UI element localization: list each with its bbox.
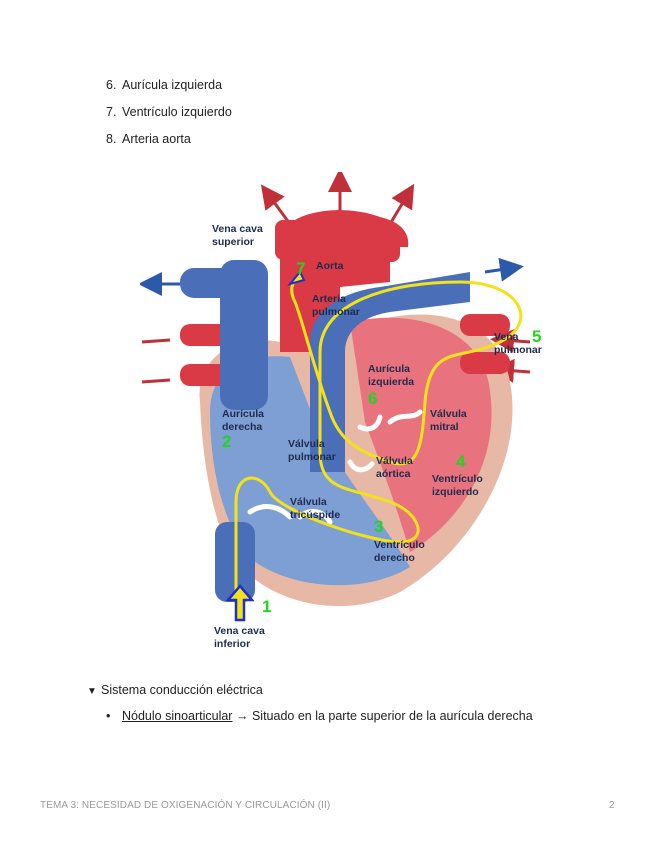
list-text: Aurícula izquierda <box>122 78 223 92</box>
label-vena-cava-superior: Vena cava <box>212 223 263 235</box>
aorta-branch <box>328 212 356 252</box>
label-auricula-derecha: derecha <box>222 421 262 433</box>
step-number: 4 <box>456 452 466 471</box>
step-number: 6 <box>368 389 377 408</box>
label-vena-cava-inferior: inferior <box>214 638 250 650</box>
label-auricula-izquierda: izquierda <box>368 376 414 388</box>
heart-diagram: Vena cava superior Aorta Arteria pulmona… <box>140 172 560 662</box>
pulmonary-vein <box>460 352 510 374</box>
label-valvula-pulmonar: pulmonar <box>288 451 336 463</box>
list-item: 8. Arteria aorta <box>106 130 232 157</box>
label-vena-cava-superior: superior <box>212 236 254 248</box>
list-number: 7. <box>106 105 117 119</box>
list-text: Ventrículo izquierdo <box>122 105 232 119</box>
list-item: 7. Ventrículo izquierdo <box>106 103 232 130</box>
numbered-list: 6. Aurícula izquierda 7. Ventrículo izquie… <box>106 76 232 157</box>
label-ventriculo-izquierdo: izquierdo <box>432 486 479 498</box>
step-number: 2 <box>222 432 231 451</box>
label-vena-pulmonar: pulmonar <box>494 344 542 356</box>
aorta-branch <box>372 222 400 262</box>
end-arrow-icon <box>287 270 306 286</box>
label-arteria-pulmonar: pulmonar <box>312 306 360 318</box>
label-aorta: Aorta <box>316 260 344 272</box>
bullet-dot-icon: • <box>106 709 111 723</box>
pulmonary-vein <box>180 364 230 386</box>
heart-illustration: Vena cava superior Aorta Arteria pulmona… <box>140 172 542 650</box>
diagram-labels: Vena cava superior Aorta Arteria pulmona… <box>212 223 542 650</box>
blood-flow-arrows <box>141 172 531 384</box>
step-number: 5 <box>532 327 541 346</box>
section-title: Sistema conducción eléctrica <box>101 683 263 697</box>
step-numbers: 1 2 3 4 5 6 7 <box>222 259 541 616</box>
label-auricula-derecha: Aurícula <box>222 408 264 420</box>
bullet-term: Nódulo sinoarticular <box>122 709 233 723</box>
deoxygenated-arrows <box>140 257 524 296</box>
collapse-triangle-icon[interactable]: ▼ <box>87 686 97 697</box>
heart-valves <box>247 409 423 525</box>
label-valvula-tricuspide: tricúspide <box>290 509 340 521</box>
list-item: 6. Aurícula izquierda <box>106 76 232 103</box>
bullet-text: Situado en la parte superior de la auríc… <box>251 709 533 723</box>
label-ventriculo-izquierdo: Ventrículo <box>432 473 483 485</box>
circulation-path <box>234 275 523 602</box>
start-arrow-icon <box>225 584 255 622</box>
label-ventriculo-derecho: Ventrículo <box>374 539 425 551</box>
pulmonary-vein <box>180 324 230 346</box>
list-text: Arteria aorta <box>122 132 191 146</box>
label-valvula-aortica: Válvula <box>376 455 413 467</box>
list-number: 8. <box>106 132 117 146</box>
bullet-arrow: → <box>235 709 249 723</box>
step-number: 3 <box>374 517 383 536</box>
list-number: 6. <box>106 78 117 92</box>
vena-cava-cap <box>180 268 245 298</box>
page-number: 2 <box>609 800 615 811</box>
label-arteria-pulmonar: Arteria <box>312 293 346 305</box>
label-vena-pulmonar: Vena <box>494 331 519 343</box>
pulmonary-artery <box>310 272 470 472</box>
step-number: 7 <box>296 259 305 278</box>
aorta-branch <box>275 220 303 260</box>
step-number: 1 <box>262 597 271 616</box>
footer-title: TEMA 3: NECESIDAD DE OXIGENACIÓN Y CIRCU… <box>40 800 331 811</box>
label-valvula-tricuspide: Válvula <box>290 496 327 508</box>
label-valvula-mitral: mitral <box>430 421 459 433</box>
label-valvula-pulmonar: Válvula <box>288 438 325 450</box>
pulmonary-vein <box>460 314 510 336</box>
label-ventriculo-derecho: derecho <box>374 552 415 564</box>
label-vena-cava-inferior: Vena cava <box>214 625 265 637</box>
section-heading: ▼ Sistema conducción eléctrica <box>87 683 263 697</box>
label-valvula-aortica: aórtica <box>376 468 411 480</box>
bullet-item: • Nódulo sinoarticular → Situado en la pa… <box>106 709 533 723</box>
label-auricula-izquierda: Aurícula <box>368 363 410 375</box>
label-valvula-mitral: Válvula <box>430 408 467 420</box>
